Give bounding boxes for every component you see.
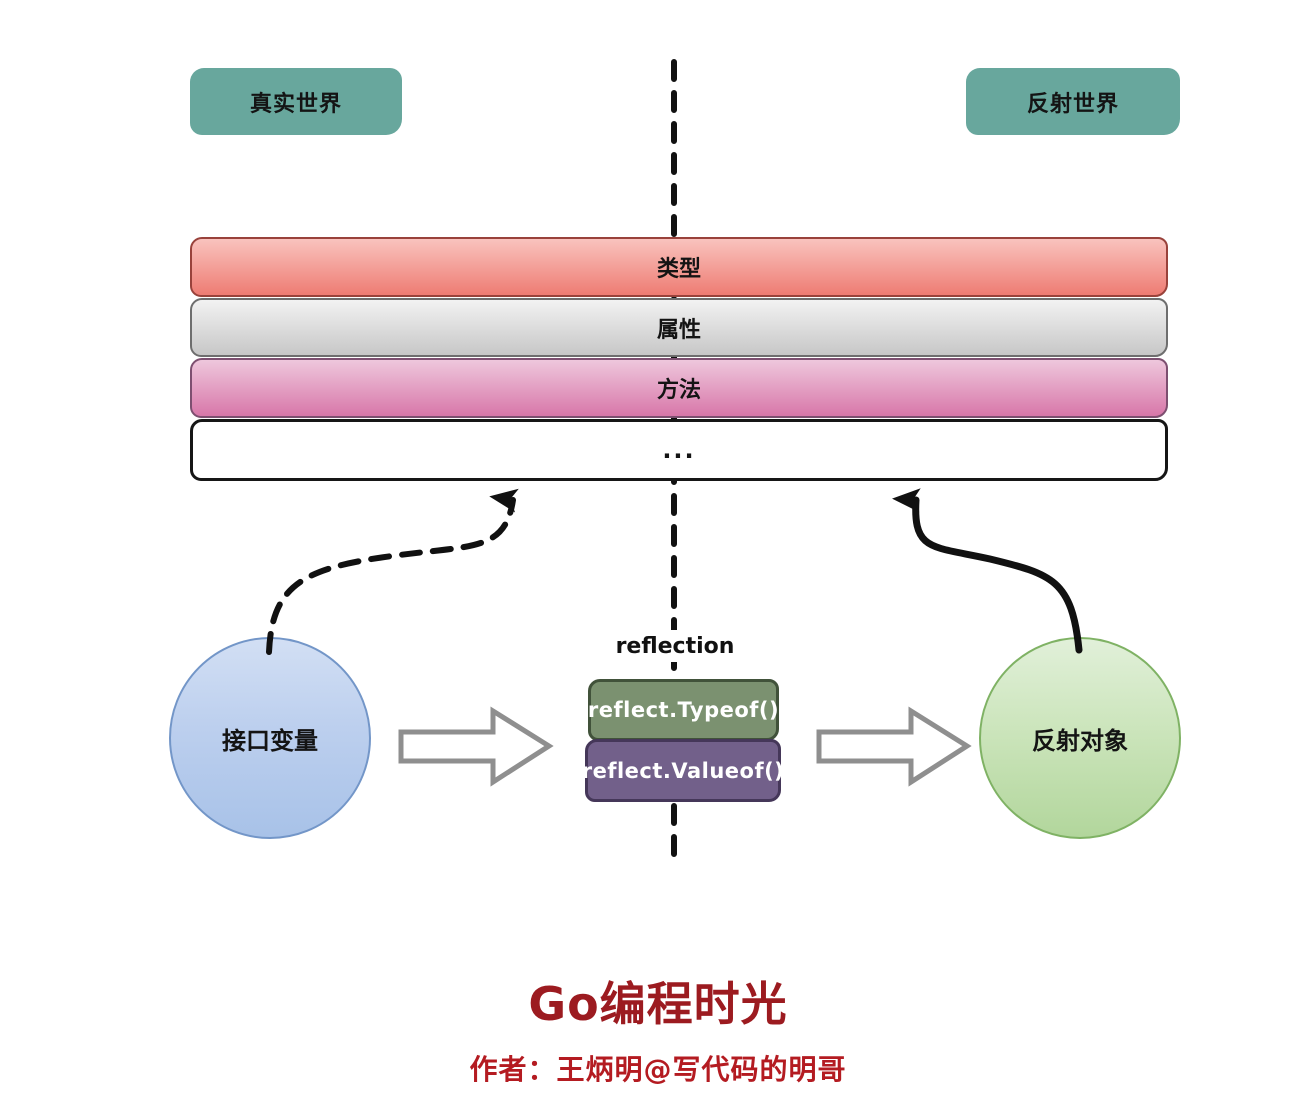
layer-bar-method: 方法 bbox=[190, 358, 1168, 418]
layer-bar-attribute: 属性 bbox=[190, 298, 1168, 357]
reflection-caption: reflection bbox=[575, 630, 775, 662]
reflect-typeof-box: reflect.Typeof() bbox=[588, 679, 779, 741]
interface-variable-node: 接口变量 bbox=[169, 637, 371, 839]
layer-bar-ellipsis: ... bbox=[190, 419, 1168, 481]
right-block-arrow-icon bbox=[816, 706, 972, 787]
reflection-world-badge: 反射世界 bbox=[966, 68, 1180, 135]
real-world-badge: 真实世界 bbox=[190, 68, 402, 135]
dashed-curve-arrow bbox=[266, 488, 519, 655]
solid-curve-arrow bbox=[892, 488, 1083, 654]
layer-bar-type: 类型 bbox=[190, 237, 1168, 297]
reflect-valueof-box: reflect.Valueof() bbox=[582, 739, 784, 802]
reflection-object-node: 反射对象 bbox=[979, 637, 1181, 839]
right-block-arrow-icon bbox=[398, 706, 554, 787]
page-title: Go编程时光 bbox=[528, 977, 788, 1031]
author-line: 作者：王炳明@写代码的明哥 bbox=[469, 1053, 847, 1086]
